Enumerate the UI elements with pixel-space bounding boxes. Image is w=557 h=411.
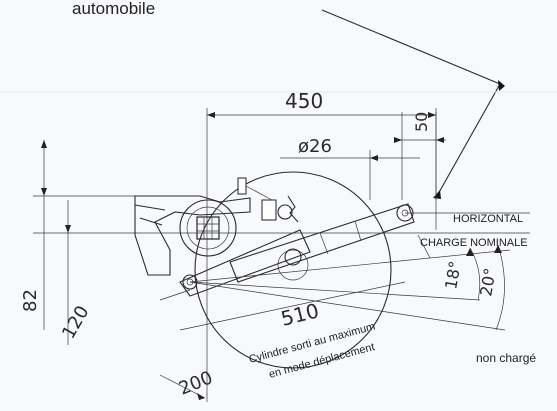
angle-18-label: 18°	[441, 259, 465, 290]
dimension-26	[280, 150, 420, 200]
cylinder-end-arrow	[417, 234, 431, 259]
top-caption: automobile	[72, 0, 155, 18]
dimension-450-label: 450	[285, 89, 323, 113]
dimension-510-label: 510	[278, 298, 321, 331]
dimension-200-label: 200	[176, 367, 216, 399]
angle-lines	[189, 244, 511, 331]
dimension-120	[65, 200, 71, 345]
spring-mechanism	[237, 177, 299, 223]
dimension-120-label: 120	[58, 302, 93, 342]
pointer-lines	[321, 9, 505, 199]
chassis	[134, 195, 251, 276]
dimension-510	[159, 281, 406, 331]
horizontal-label: HORIZONTAL	[453, 213, 523, 225]
hydraulic-cylinder	[229, 203, 415, 283]
dimension-200	[159, 374, 206, 400]
dimension-50-label: 50	[412, 112, 431, 132]
dimension-26-label: ø26	[298, 136, 332, 157]
dimension-82-label: 82	[20, 289, 41, 312]
charge-nominale-label: CHARGE NOMINALE	[420, 237, 528, 249]
dimension-82	[33, 140, 175, 330]
non-charge-label: non chargé	[476, 351, 536, 365]
main-wheel	[194, 171, 392, 369]
dimension-50	[394, 112, 446, 200]
reference-lines	[160, 212, 530, 234]
angle-20-label: 20°	[476, 266, 500, 297]
hub-motor	[179, 199, 237, 257]
